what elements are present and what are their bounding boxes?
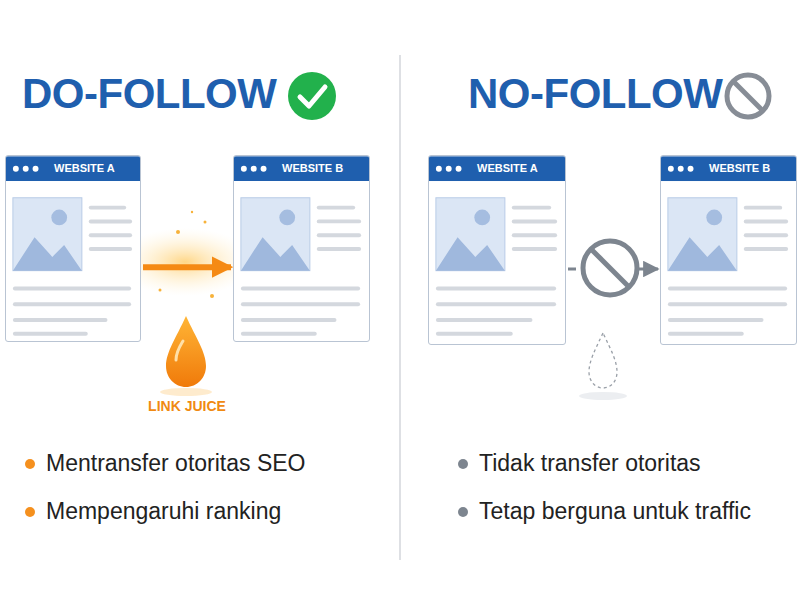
- heading: DO-FOLLOW: [22, 70, 276, 118]
- bullet-text: Tetap berguna untuk traffic: [479, 498, 751, 525]
- check-icon: [288, 72, 336, 120]
- website-window: WEBSITE B: [233, 155, 370, 342]
- website-window: WEBSITE A: [428, 155, 566, 345]
- window-title: WEBSITE B: [282, 162, 343, 174]
- window-title: WEBSITE A: [477, 162, 538, 174]
- sparkles: [159, 211, 215, 298]
- juice-drop: [160, 316, 212, 396]
- empty-drop: [579, 333, 627, 400]
- bullet-text: Tidak transfer otoritas: [479, 450, 701, 477]
- prohibited-icon: [727, 75, 769, 117]
- blocked-sign: [583, 241, 637, 295]
- window-art: [234, 156, 369, 341]
- window-art: [6, 156, 140, 341]
- heading: NO-FOLLOW: [468, 70, 722, 118]
- link-juice-arrow: [143, 264, 231, 270]
- divider: [399, 55, 401, 560]
- window-art: [429, 156, 565, 344]
- caption-label: LINK JUICE: [148, 398, 226, 414]
- bullet-text: Mempengaruhi ranking: [46, 498, 281, 525]
- website-window: WEBSITE B: [660, 155, 797, 345]
- window-title: WEBSITE B: [709, 162, 770, 174]
- window-title: WEBSITE A: [54, 162, 115, 174]
- website-window: WEBSITE A: [5, 155, 141, 342]
- bullet-text: Mentransfer otoritas SEO: [46, 450, 306, 477]
- window-art: [661, 156, 796, 344]
